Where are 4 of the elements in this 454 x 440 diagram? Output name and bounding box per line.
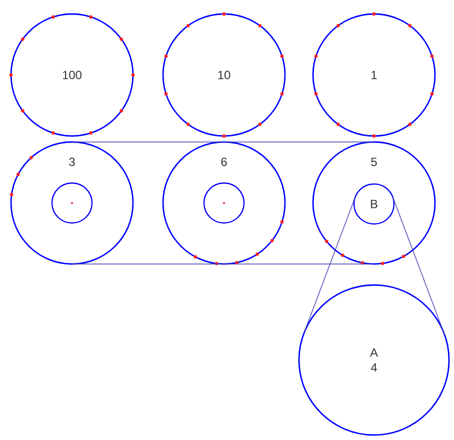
hub-circle (203, 182, 245, 224)
belt-line (304, 196, 356, 334)
hub-circle (51, 182, 93, 224)
belt-line (392, 196, 445, 335)
